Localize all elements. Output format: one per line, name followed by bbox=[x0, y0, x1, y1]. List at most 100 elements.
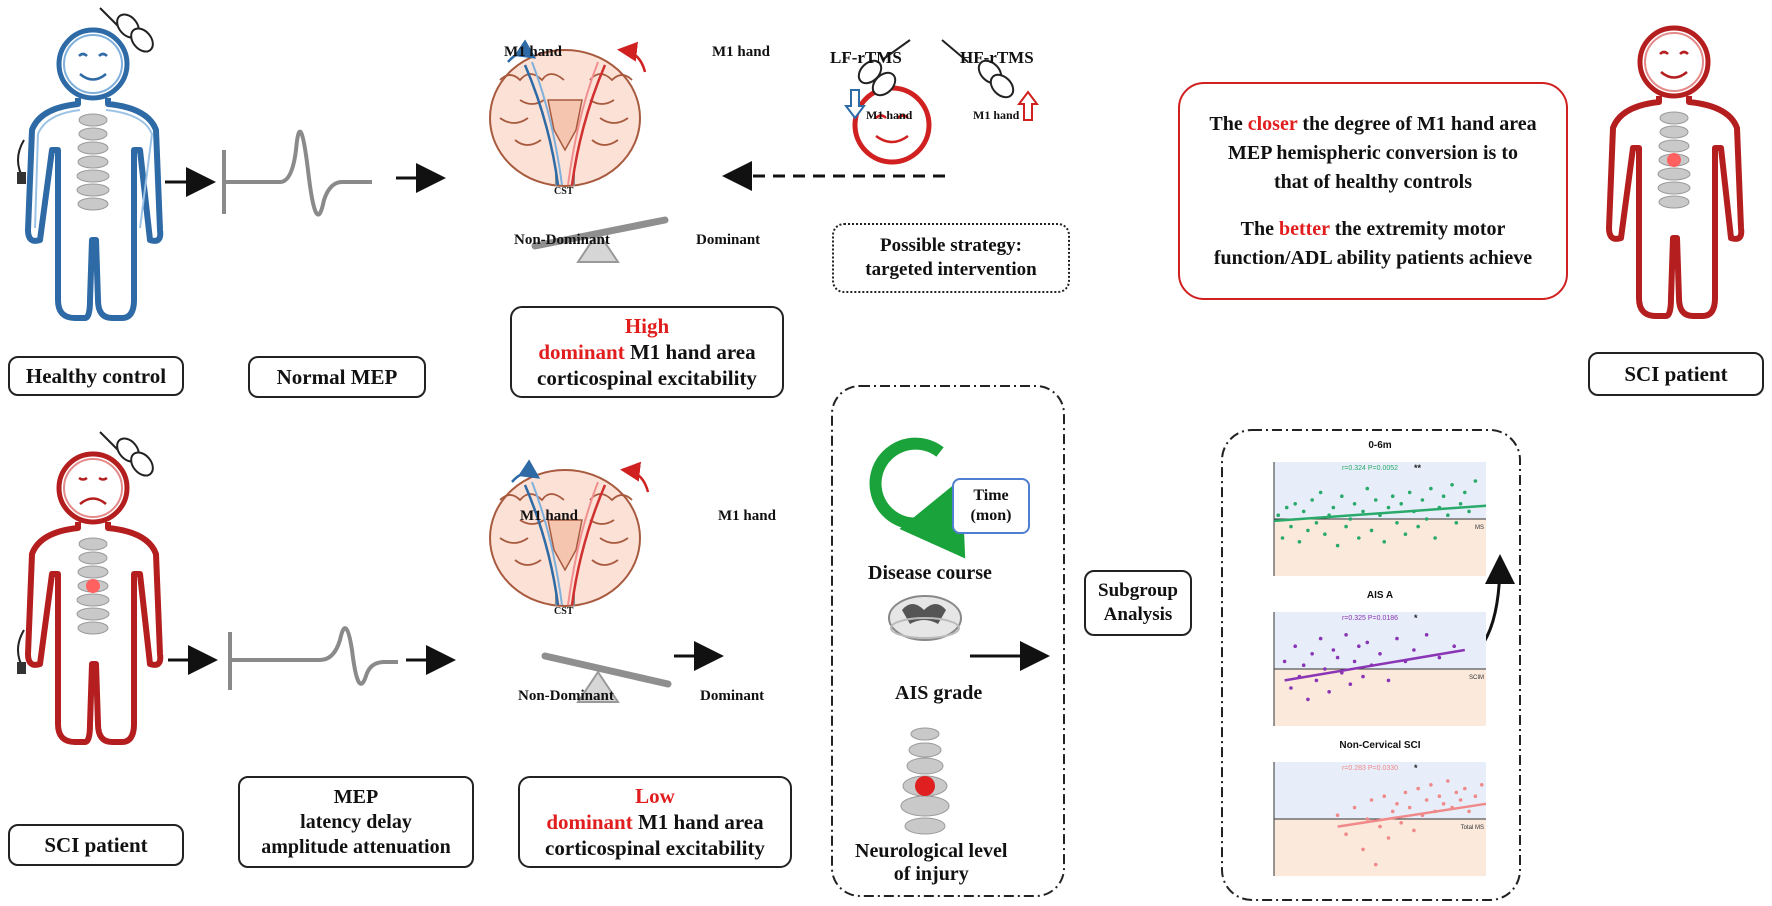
data-point bbox=[1282, 659, 1287, 664]
down-arrow-icon bbox=[844, 89, 866, 120]
data-point bbox=[1433, 536, 1437, 540]
trend-line bbox=[1273, 504, 1487, 523]
data-point bbox=[1399, 502, 1403, 506]
data-point bbox=[1306, 528, 1310, 533]
data-point bbox=[1297, 540, 1302, 544]
chart-bg-lower bbox=[1274, 819, 1486, 876]
data-point bbox=[1424, 633, 1429, 637]
conclusion-line4: The better the extremity motor bbox=[1180, 215, 1566, 244]
healthy-control-label: Healthy control bbox=[8, 356, 184, 396]
data-point bbox=[1473, 794, 1478, 798]
nli-label: Neurological level of injury bbox=[855, 840, 1007, 886]
high-line1: dominant M1 hand area bbox=[538, 339, 755, 365]
data-point bbox=[1416, 524, 1420, 529]
data-point bbox=[1407, 490, 1412, 495]
data-point bbox=[1306, 697, 1310, 702]
data-point bbox=[1463, 786, 1467, 791]
data-point bbox=[1378, 652, 1382, 656]
normal-mep-label: Normal MEP bbox=[248, 356, 426, 398]
data-point bbox=[1314, 678, 1319, 683]
chart-bg-upper bbox=[1274, 612, 1486, 669]
charts-frame bbox=[1221, 429, 1521, 901]
ais-grade-label: AIS grade bbox=[895, 682, 983, 704]
data-point bbox=[1289, 686, 1293, 690]
low-dominant-word: dominant bbox=[546, 809, 633, 834]
sci-figure-right bbox=[1606, 25, 1745, 319]
mep-abnormal-box: MEP latency delay amplitude attenuation bbox=[238, 776, 474, 868]
top-non-dominant-label: Non-Dominant bbox=[514, 232, 610, 248]
mep-line2: latency delay bbox=[300, 810, 412, 833]
data-point bbox=[1365, 486, 1370, 491]
conclusion-line1: The closer the degree of M1 hand area bbox=[1180, 110, 1566, 139]
data-point bbox=[1276, 513, 1281, 517]
data-point bbox=[1310, 652, 1314, 656]
sci-mep-waveform bbox=[228, 626, 398, 690]
c4-pre: The bbox=[1240, 218, 1279, 240]
data-point bbox=[1441, 802, 1446, 806]
c1-pre: The bbox=[1209, 113, 1248, 135]
low-level-label: Low bbox=[635, 783, 675, 808]
data-point bbox=[1289, 524, 1293, 529]
data-point bbox=[1395, 802, 1399, 806]
mep-line1: MEP bbox=[333, 785, 379, 808]
data-point bbox=[1416, 786, 1420, 791]
seesaw-bottom bbox=[541, 652, 672, 703]
c4-post: the extremity motor bbox=[1329, 218, 1506, 240]
lf-coil-icon bbox=[857, 39, 911, 97]
data-point bbox=[1446, 513, 1450, 517]
sci-spine-right bbox=[1657, 111, 1691, 209]
data-point bbox=[1412, 828, 1416, 833]
data-point bbox=[1323, 667, 1327, 671]
nli-line2: of injury bbox=[893, 863, 969, 885]
data-point bbox=[1323, 532, 1327, 536]
chart-3-plot: r=0.283 P=0.0330*Total MS bbox=[1273, 762, 1487, 876]
spinal-cord-section-icon bbox=[888, 595, 962, 641]
chart-3-title: Non-Cervical SCI bbox=[1339, 740, 1421, 751]
data-point bbox=[1386, 505, 1391, 510]
chart-annotation: r=0.283 P=0.0330 bbox=[1342, 765, 1398, 772]
sci-patient-right-label: SCI patient bbox=[1588, 352, 1764, 396]
strategy-line2: targeted intervention bbox=[865, 259, 1037, 280]
data-point bbox=[1382, 794, 1387, 798]
data-point bbox=[1386, 836, 1391, 840]
conclusion-line5: function/ADL ability patients achieve bbox=[1213, 247, 1533, 269]
sci-figure-left bbox=[25, 451, 164, 745]
data-point bbox=[1463, 490, 1467, 495]
subgroup-line2: Analysis bbox=[1103, 604, 1173, 625]
data-point bbox=[1386, 678, 1391, 683]
data-point bbox=[1403, 532, 1408, 536]
data-point bbox=[1357, 644, 1361, 648]
chart-bg-lower bbox=[1274, 519, 1486, 576]
high-dominant-word: dominant bbox=[538, 339, 625, 364]
data-point bbox=[1395, 521, 1399, 525]
factors-frame bbox=[831, 385, 1065, 897]
disease-course-label: Disease course bbox=[868, 562, 992, 584]
high-line1-rest: M1 hand area bbox=[624, 339, 756, 364]
data-point bbox=[1437, 655, 1442, 660]
data-point bbox=[1361, 509, 1365, 514]
chart-1-title: 0-6m bbox=[1368, 440, 1392, 451]
chart-2-plot: r=0.325 P=0.0186 * SCIM bbox=[1273, 612, 1486, 726]
chart-significance: * bbox=[1414, 763, 1418, 773]
data-point bbox=[1280, 536, 1285, 540]
data-point bbox=[1473, 479, 1478, 483]
chart-annotation: r=0.325 P=0.0186 bbox=[1342, 615, 1398, 622]
hf-coil-icon bbox=[941, 39, 1015, 99]
chart-bg-upper bbox=[1274, 462, 1486, 519]
data-point bbox=[1344, 832, 1348, 836]
chart-x-label: SCIM bbox=[1469, 675, 1484, 681]
data-point bbox=[1467, 509, 1471, 514]
mep-line3: amplitude attenuation bbox=[261, 835, 451, 858]
strategy-box: Possible strategy: targeted intervention bbox=[832, 223, 1070, 293]
data-point bbox=[1452, 644, 1456, 648]
lf-rtms-label: LF-rTMS bbox=[830, 48, 902, 67]
data-point bbox=[1429, 486, 1433, 491]
data-point bbox=[1450, 483, 1454, 487]
healthy-electrode-icon bbox=[17, 139, 26, 184]
time-line1: Time bbox=[973, 487, 1009, 504]
chart-bg-lower bbox=[1274, 669, 1486, 726]
time-box: Time (mon) bbox=[952, 478, 1030, 534]
data-point bbox=[1437, 794, 1442, 798]
chart-significance: * bbox=[1414, 613, 1418, 623]
chart-panel-2: AIS A r=0.325 P=0.0186*SCIM bbox=[1260, 590, 1500, 738]
